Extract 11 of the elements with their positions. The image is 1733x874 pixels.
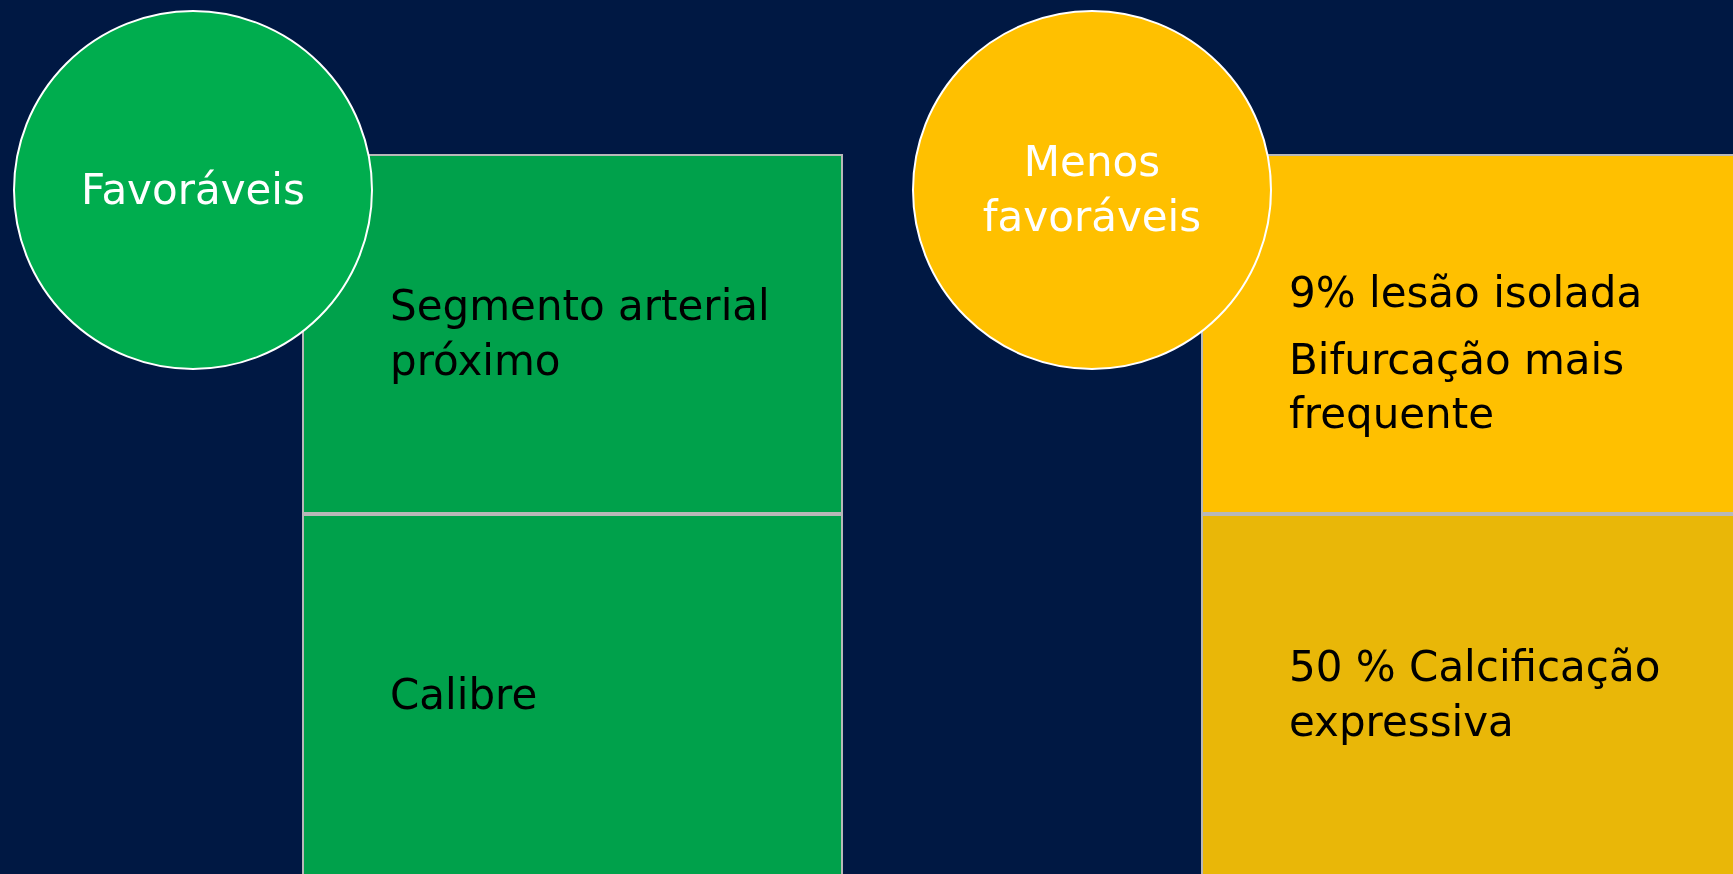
criteria-panel — [1201, 154, 1733, 514]
category-label: Menos favoráveis — [981, 136, 1203, 243]
criteria-text: Bifurcação mais frequente — [1289, 333, 1626, 441]
criteria-panel — [302, 154, 843, 514]
criteria-panel — [1201, 514, 1733, 874]
criteria-text: 50 % Calcificação expressiva — [1289, 641, 1662, 748]
criteria-text: Calibre — [390, 668, 539, 721]
criteria-text: 9% lesão isolada — [1289, 267, 1644, 320]
criteria-text: Segmento arterial próximo — [390, 280, 771, 387]
criteria-panel — [302, 514, 843, 874]
category-label: Favoráveis — [81, 163, 305, 216]
